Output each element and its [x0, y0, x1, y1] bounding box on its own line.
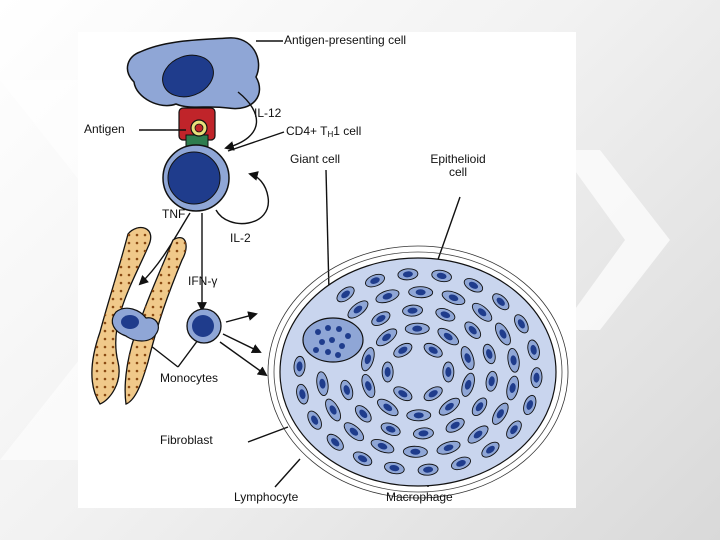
cd4-th1-cell: [163, 145, 229, 211]
giant-cell: [303, 318, 363, 362]
label-tnf: TNF: [162, 208, 185, 221]
cell-nucleus: [445, 367, 451, 377]
immune-response-figure: Antigen-presenting cell IL-12 Antigen CD…: [78, 32, 576, 508]
label-lymphocyte: Lymphocyte: [234, 491, 298, 504]
label-fibroblast: Fibroblast: [160, 434, 213, 447]
label-ifn-gamma: IFN-γ: [188, 275, 217, 288]
antigen-presenting-cell: [127, 38, 259, 109]
monocyte: [187, 309, 221, 343]
antigen-receptor-complex: [179, 108, 215, 147]
label-il-12: IL-12: [254, 107, 281, 120]
label-il-2: IL-2: [230, 232, 251, 245]
cell-nucleus: [385, 367, 391, 377]
granuloma: [268, 246, 568, 498]
diagram-drawing: [78, 32, 576, 508]
label-giant-cell: Giant cell: [290, 153, 340, 166]
label-antigen: Antigen: [84, 123, 125, 136]
label-macrophage: Macrophage: [386, 491, 453, 504]
label-antigen-presenting-cell: Antigen-presenting cell: [284, 34, 406, 47]
label-cd4-th1-cell: CD4+ TH1 cell: [286, 125, 361, 141]
label-monocytes: Monocytes: [160, 372, 218, 385]
